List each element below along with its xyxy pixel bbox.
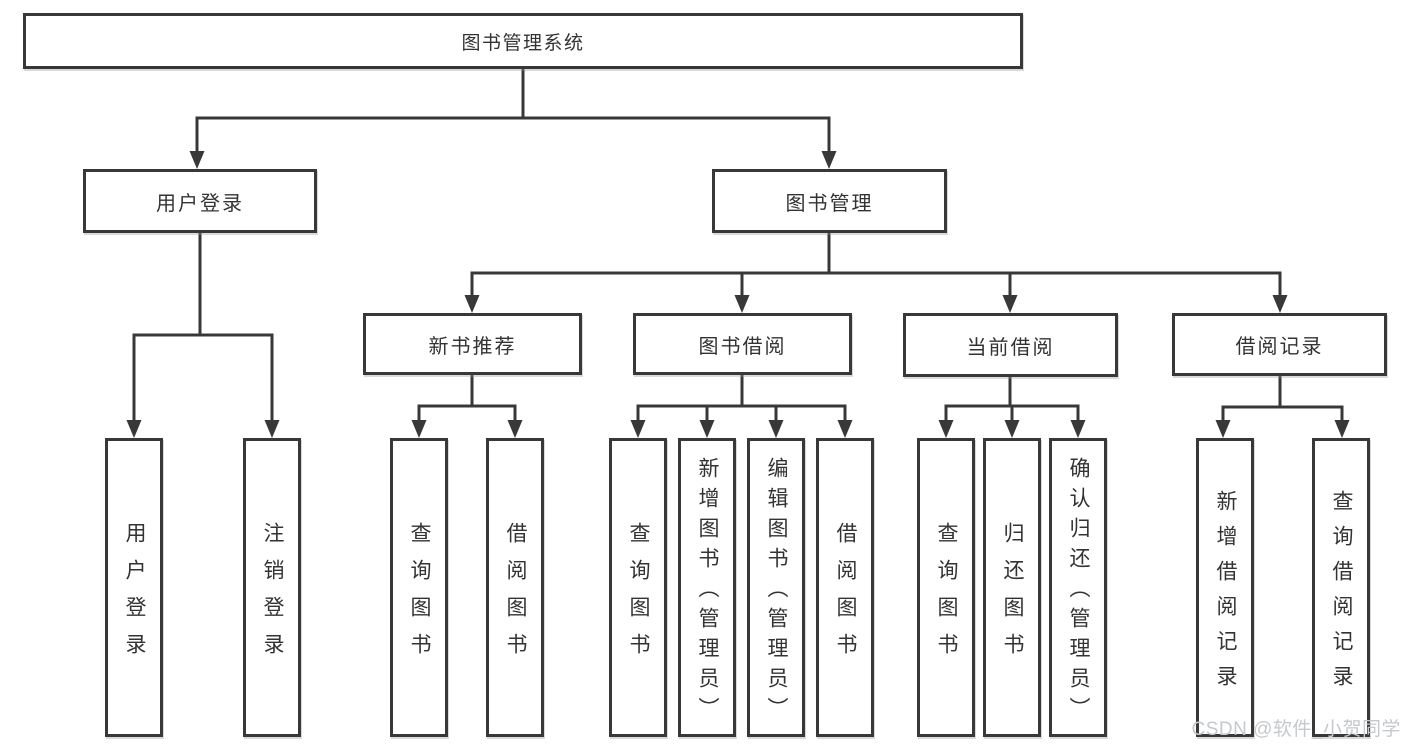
node-book-borrow-label: 图书借阅 [698,335,787,358]
leaf-user-login: 用户登录 [105,438,163,737]
leaf-add-book-admin-label: 新增图书（管理员） [696,457,719,727]
leaf-borrow-book-1: 借阅图书 [486,438,544,737]
leaf-query-book-1-label: 查询图书 [408,521,431,670]
node-new-book-recommend: 新书推荐 [363,313,582,375]
leaf-query-book-3-label: 查询图书 [935,521,958,670]
leaf-add-borrow-record-label: 新增借阅记录 [1214,489,1237,700]
leaf-query-borrow-record-label: 查询借阅记录 [1330,489,1353,700]
leaf-query-borrow-record: 查询借阅记录 [1312,438,1370,737]
leaf-confirm-return-admin-label: 确认归还（管理员） [1067,457,1090,727]
leaf-add-book-admin: 新增图书（管理员） [678,438,736,737]
node-current-borrow-label: 当前借阅 [966,336,1055,359]
leaf-logout: 注销登录 [243,438,301,737]
node-borrow-records-label: 借阅记录 [1235,336,1324,358]
leaf-query-book-2-label: 查询图书 [627,521,650,670]
leaf-query-book-1: 查询图书 [390,438,448,737]
leaf-edit-book-admin: 编辑图书（管理员） [747,438,805,737]
node-root: 图书管理系统 [23,13,1023,69]
node-book-management-label: 图书管理 [785,192,874,215]
node-user-login-label: 用户登录 [156,192,244,215]
node-book-borrow: 图书借阅 [633,313,852,375]
node-new-book-recommend-label: 新书推荐 [428,335,517,358]
leaf-confirm-return-admin: 确认归还（管理员） [1049,438,1107,737]
node-borrow-records: 借阅记录 [1172,313,1387,376]
leaf-logout-label: 注销登录 [261,521,284,670]
node-book-management: 图书管理 [712,169,947,233]
leaf-borrow-book-2: 借阅图书 [816,438,874,737]
leaf-add-borrow-record: 新增借阅记录 [1196,438,1254,737]
leaf-query-book-3: 查询图书 [917,438,975,737]
leaf-borrow-book-2-label: 借阅图书 [834,521,857,670]
leaf-edit-book-admin-label: 编辑图书（管理员） [765,457,788,727]
leaf-return-book: 归还图书 [983,438,1041,737]
leaf-borrow-book-1-label: 借阅图书 [504,521,527,670]
leaf-query-book-2: 查询图书 [609,438,667,737]
watermark: CSDN @软件_小贺同学 [1191,719,1401,740]
node-root-label: 图书管理系统 [461,32,585,54]
node-current-borrow: 当前借阅 [903,313,1118,377]
node-user-login: 用户登录 [83,169,317,233]
leaf-return-book-label: 归还图书 [1001,521,1024,670]
leaf-user-login-label: 用户登录 [123,521,146,670]
